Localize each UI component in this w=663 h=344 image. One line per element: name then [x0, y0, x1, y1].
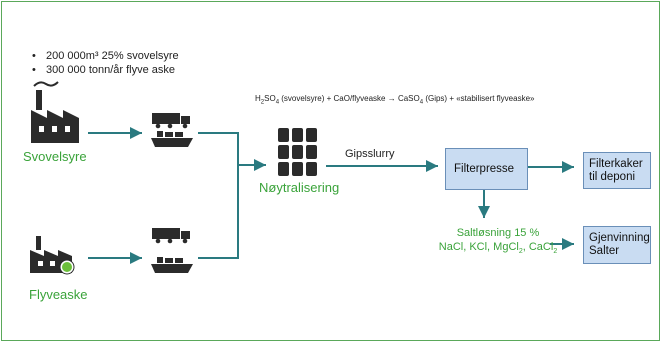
- truck-icon: [152, 228, 190, 244]
- truck-icon: [152, 113, 190, 129]
- ship-icon: [151, 257, 193, 273]
- salt-recovery-box: Gjenvinning Salter: [583, 226, 651, 264]
- gypsum-slurry-label: Gipsslurry: [345, 148, 395, 160]
- fact-ash-tonnage: 300 000 tonn/år flyve aske: [32, 63, 179, 77]
- factory-recycle-icon: [30, 236, 75, 275]
- filter-press-box: Filterpresse: [445, 148, 528, 190]
- reaction-equation: H2SO4 (svovelsyre) + CaO/flyveaske → CaS…: [255, 94, 535, 106]
- factory-icon: [31, 81, 79, 143]
- salt-solution-title: Saltløsning 15 %: [456, 227, 540, 239]
- fact-acid-volume: 200 000m³ 25% svovelsyre: [32, 49, 179, 63]
- filter-cake-label: Filterkaker til deponi: [589, 157, 643, 183]
- tanks-icon: [278, 128, 317, 176]
- arrow-top-transport-to-neutralization: [198, 132, 266, 171]
- neutralization-label: Nøytralisering: [259, 180, 340, 195]
- filter-press-label: Filterpresse: [454, 163, 515, 175]
- salt-ions: NaCl, KCl, MgCl2, CaCl2: [438, 241, 558, 256]
- filter-cake-box: Filterkaker til deponi: [583, 152, 651, 189]
- ship-icon: [151, 131, 193, 147]
- salt-solution-text: Saltløsning 15 % NaCl, KCl, MgCl2, CaCl2: [438, 226, 558, 259]
- line-bottom-transport-merge: [198, 165, 239, 259]
- salt-recovery-label: Gjenvinning Salter: [589, 232, 650, 257]
- sulfuric-acid-label: Svovelsyre: [23, 149, 87, 164]
- facts-list: 200 000m³ 25% svovelsyre 300 000 tonn/år…: [32, 49, 179, 77]
- fly-ash-label: Flyveaske: [29, 287, 88, 302]
